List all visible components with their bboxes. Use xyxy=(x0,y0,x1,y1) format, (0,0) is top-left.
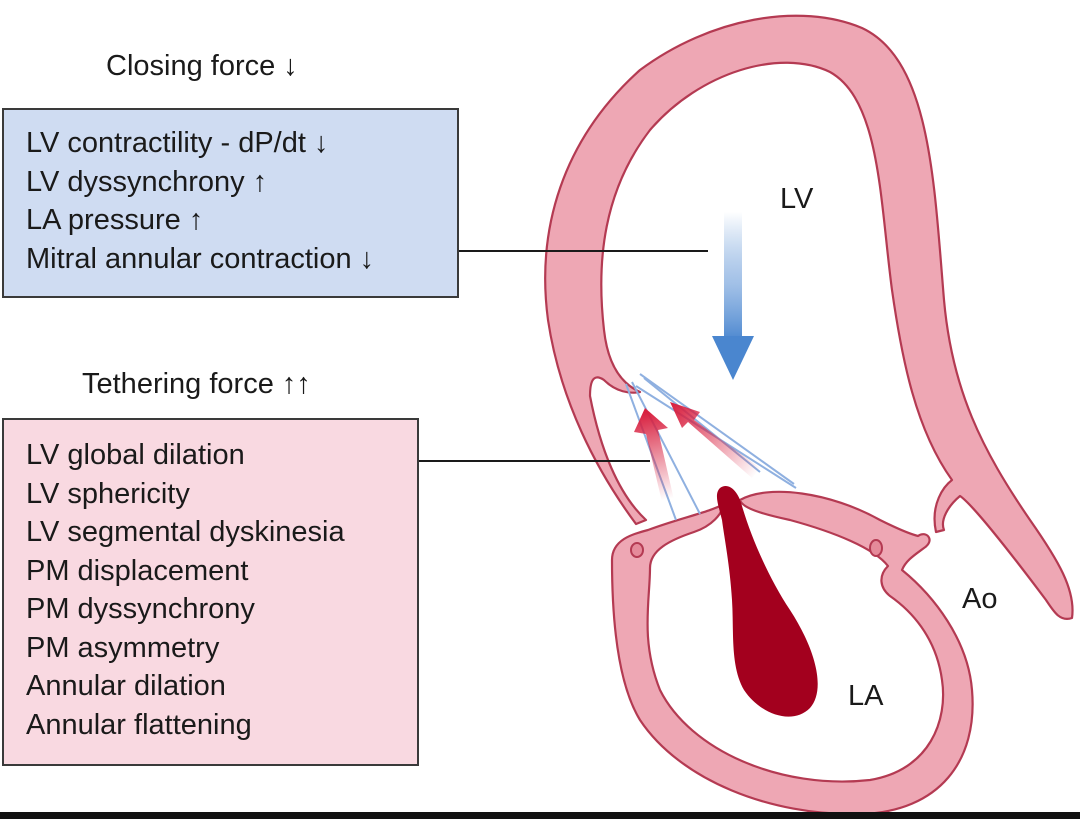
closing-force-arrow-head xyxy=(712,336,754,380)
closing-force-item: LV contractility - dP/dt ↓ xyxy=(26,127,329,159)
closing-force-heading: Closing force ↓ xyxy=(106,50,298,82)
closing-force-item: Mitral annular contraction ↓ xyxy=(26,242,375,275)
tethering-force-item: PM asymmetry xyxy=(26,631,220,664)
ao-label: Ao xyxy=(962,583,998,615)
closing-force-box: LV contractility - dP/dt ↓ LV dyssynchro… xyxy=(2,108,459,298)
tethering-force-item: Annular flattening xyxy=(26,708,252,741)
bottom-border xyxy=(0,812,1080,819)
tethering-force-heading: Tethering force ↑↑ xyxy=(82,368,311,400)
mitral-annulus-posterior xyxy=(869,539,883,557)
closing-force-item: LV dyssynchrony ↑ xyxy=(26,165,268,198)
lv-wall xyxy=(544,14,1074,620)
tethering-force-item: LV global dilation xyxy=(26,439,245,471)
tethering-force-item: LV sphericity xyxy=(26,477,190,510)
regurgitant-jet xyxy=(716,486,818,717)
mitral-annulus-anterior xyxy=(630,542,644,558)
lv-label: LV xyxy=(780,183,814,215)
tethering-force-box: LV global dilation LV sphericity LV segm… xyxy=(2,418,419,766)
tethering-force-arrow-right xyxy=(670,402,760,478)
tethering-force-item: LV segmental dyskinesia xyxy=(26,516,345,548)
closing-force-item: LA pressure ↑ xyxy=(26,204,204,236)
closing-force-arrow-shaft xyxy=(724,212,742,342)
tethering-force-item: PM displacement xyxy=(26,554,249,587)
la-wall xyxy=(610,490,974,816)
la-label: LA xyxy=(848,680,884,712)
tethering-force-arrow-left xyxy=(634,408,674,502)
tethering-force-item: Annular dilation xyxy=(26,670,226,702)
tethering-force-item: PM dyssynchrony xyxy=(26,593,255,625)
